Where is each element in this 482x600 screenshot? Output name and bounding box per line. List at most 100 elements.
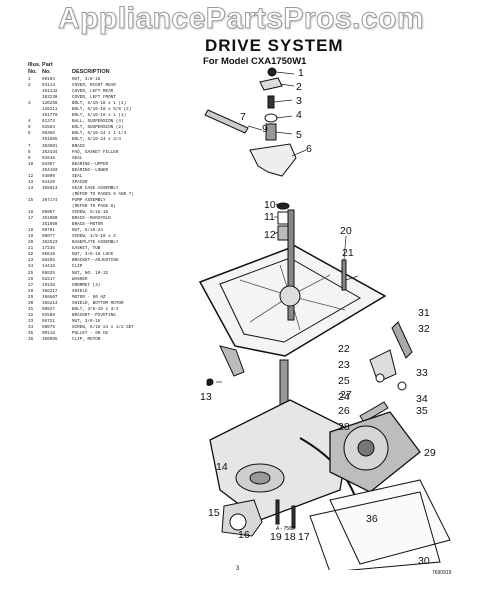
bolt-part <box>267 95 275 109</box>
description-cell: BRACKET--PIVOTING <box>72 312 116 318</box>
illus-no-cell: 3 <box>28 101 31 107</box>
description-cell: CLIP <box>72 264 83 270</box>
description-cell: SEAL <box>72 173 83 179</box>
description-cell: (REFER TO PAGE 8) <box>72 203 116 209</box>
suspension-bolt <box>265 123 277 141</box>
manifold-screw <box>275 499 280 525</box>
part-no-cell: 383501 <box>42 143 58 149</box>
description-cell: COVER, RIGHT REAR <box>72 83 116 89</box>
table-row: 2 94114 COVER, RIGHT REAR <box>28 83 198 89</box>
illus-no-cell: 15 <box>28 197 34 203</box>
illus-no-cell: 34 <box>28 324 34 330</box>
callout-14: 14 <box>216 461 228 473</box>
illus-no-cell: 33 <box>28 318 34 324</box>
table-header-line1: Illus. Part <box>28 62 53 68</box>
part-no-cell: 356217 <box>42 288 58 294</box>
part-no-cell: 351770 <box>42 113 58 119</box>
page-title: DRIVE SYSTEM <box>205 36 344 55</box>
callout-6: 6 <box>306 143 312 155</box>
part-no-cell: 90879 <box>42 324 55 330</box>
set-screw <box>291 505 296 529</box>
callout-33: 33 <box>416 367 428 379</box>
description-cell: NUT, 3/8-16 <box>72 318 101 324</box>
callout-7: 7 <box>240 111 246 123</box>
watermark: AppliancePartsPros.com <box>57 2 425 36</box>
illus-no-cell: 23 <box>28 258 34 264</box>
description-cell: BRACE <box>72 143 85 149</box>
part-no-cell: 94114 <box>42 83 55 89</box>
callout-27: 27 <box>340 389 352 401</box>
part-no-cell: 366507 <box>42 294 58 300</box>
description-cell: NUT, 3/8-16 LOCK <box>72 252 114 258</box>
part-no-cell: 90077 <box>42 234 55 240</box>
part-no-cell: 367174 <box>42 197 58 203</box>
part-no-cell: 96616 <box>42 252 55 258</box>
bearing-part <box>277 225 289 241</box>
illus-no-cell: 32 <box>28 312 34 318</box>
description-cell: SPACER <box>72 179 88 185</box>
callout-25: 25 <box>338 375 350 387</box>
description-cell: BOLT, 5/16-18 x 1 (2) <box>72 101 127 107</box>
illus-no-cell: 26 <box>28 276 34 282</box>
callout-30: 30 <box>418 555 430 567</box>
callout-1: 1 <box>298 67 304 79</box>
motor-clip <box>359 401 389 423</box>
illus-no-cell: 12 <box>28 173 34 179</box>
part-no-cell: 126211 <box>42 107 58 113</box>
illus-no-cell: 36 <box>28 337 34 343</box>
part-no-cell: 383230 <box>42 95 58 101</box>
gear-case <box>209 399 351 521</box>
description-cell: BASEPLATE ASSEMBLY <box>72 240 119 246</box>
description-cell: MOTOR - 60 HZ <box>72 294 106 300</box>
table-row: 22 96616 NUT, 3/8-16 LOCK <box>28 252 198 258</box>
description-cell: COVER, LEFT REAR <box>72 89 114 95</box>
part-no-cell: 91918 <box>42 155 55 161</box>
grommet <box>375 373 385 383</box>
part-no-cell: 92429 <box>42 179 55 185</box>
description-cell: PUMP ASSEMBLY <box>72 197 106 203</box>
description-cell: SHIELD <box>72 288 88 294</box>
illus-no-cell: 2 <box>28 83 31 89</box>
illus-no-cell: 22 <box>28 252 34 258</box>
description-cell: NUT, 5/16-24 <box>72 228 103 234</box>
description-cell: SHIELD, BOTTOM MOTOR <box>72 300 124 306</box>
part-no-cell: 351142 <box>42 89 58 95</box>
part-no-cell: 96701 <box>42 228 55 234</box>
part-no-cell: 94367 <box>42 161 55 167</box>
part-no-cell: 19138 <box>42 282 55 288</box>
seal-part <box>277 211 289 225</box>
illus-no-cell: 30 <box>28 300 34 306</box>
part-no-cell: 14415 <box>42 264 55 270</box>
part-no-cell: 17235 <box>42 246 55 252</box>
description-cell: NUT, NO. 10-32 <box>72 270 109 276</box>
callout-21: 21 <box>342 247 354 259</box>
part-no-cell: 356085 <box>42 337 58 343</box>
callout-labels: 1 2 3 4 5 6 7 8 9 10 11 12 13 14 15 16 1… <box>200 67 436 567</box>
description-cell: WASHER <box>72 276 88 282</box>
illus-no-cell: 6 <box>28 131 31 137</box>
callout-10: 10 <box>264 199 276 211</box>
callout-19: 19 <box>270 531 282 543</box>
callout-26: 26 <box>338 405 350 417</box>
table-header: No. No. DESCRIPTION <box>28 69 198 76</box>
callout-13: 13 <box>200 391 212 403</box>
description-cell: GROMMET (4) <box>72 282 101 288</box>
header-illus-no: No. <box>28 68 37 75</box>
callout-17: 17 <box>298 531 310 543</box>
